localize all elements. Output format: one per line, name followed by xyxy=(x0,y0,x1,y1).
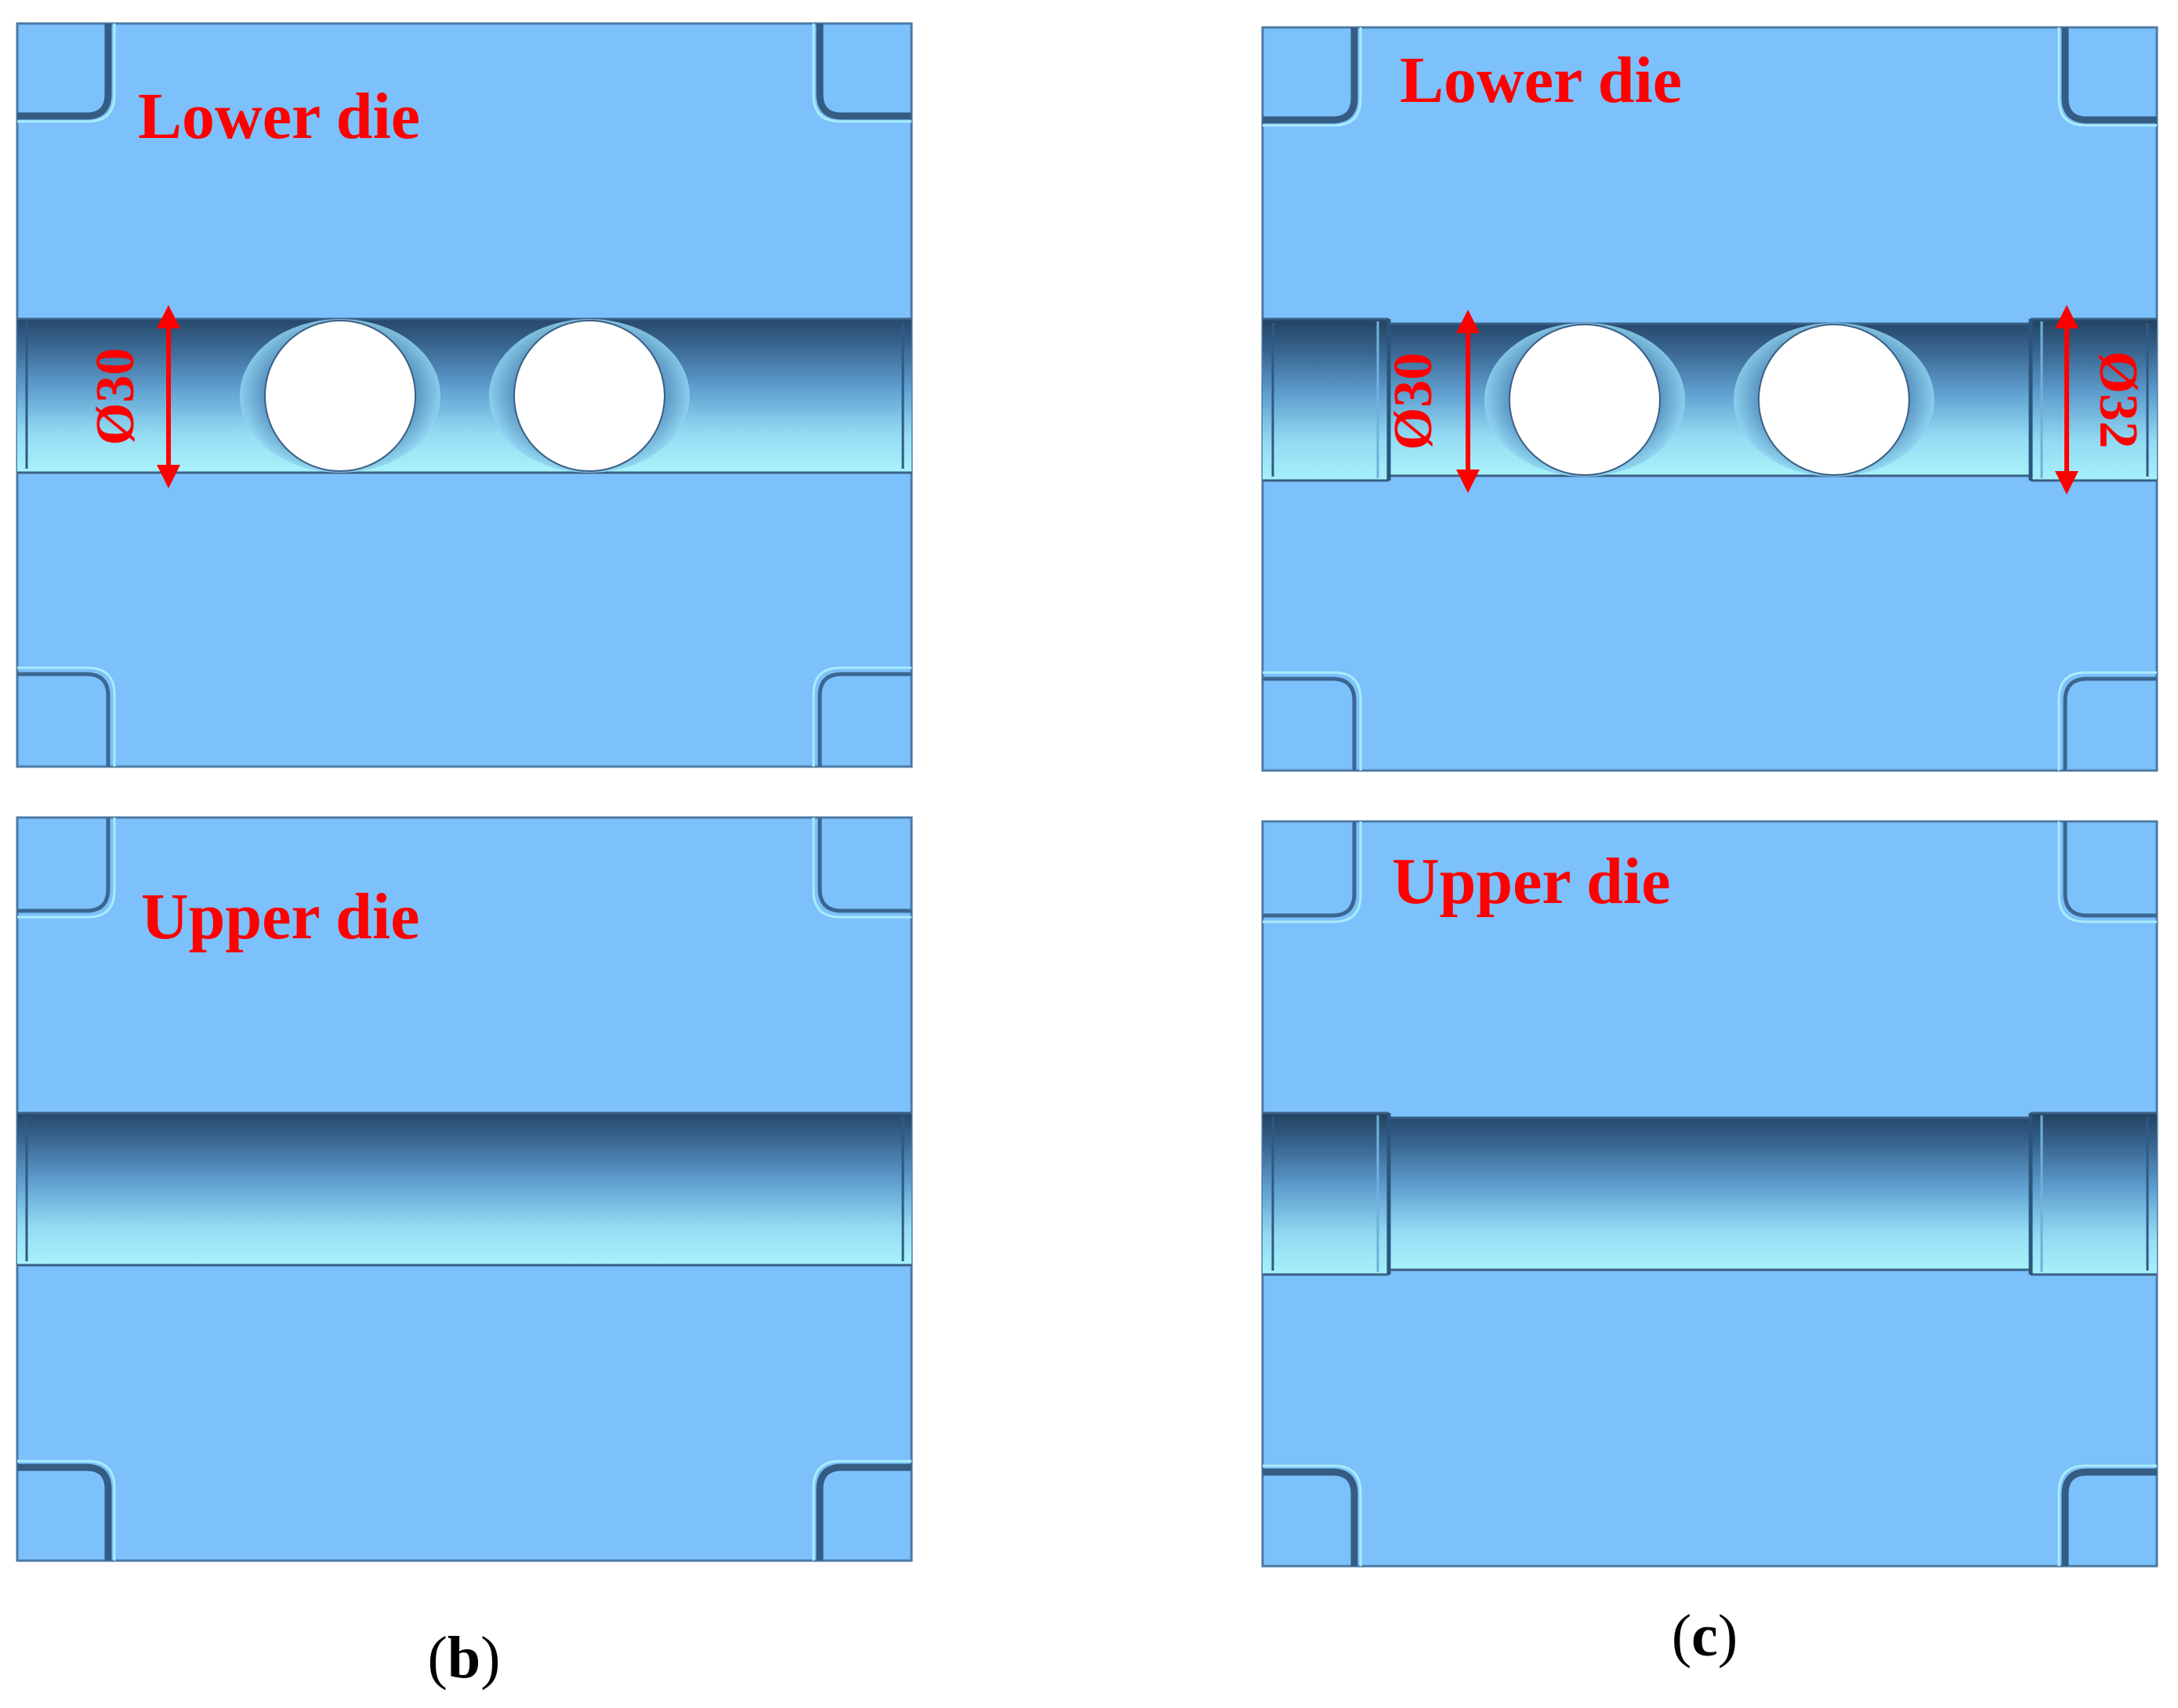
upper-die-label-c: Upper die xyxy=(1392,845,1670,918)
dimension-b-left: Ø30 xyxy=(85,305,180,488)
lower-die-label-c: Lower die xyxy=(1400,44,1682,117)
hole-2-b xyxy=(513,320,665,472)
hole-1-c xyxy=(1509,324,1661,476)
caption-c: (c) xyxy=(1672,1603,1738,1669)
diameter-label-b-left: Ø30 xyxy=(85,348,146,445)
upper-die-label-b: Upper die xyxy=(141,880,419,953)
hole-2-c xyxy=(1758,324,1910,476)
lower-die-c xyxy=(1261,26,2158,772)
panel-b: Lower die Ø30 Upper die (b) xyxy=(16,22,913,1691)
diameter-label-c-right: Ø32 xyxy=(2088,351,2148,448)
upper-die-c xyxy=(1261,820,2158,1568)
lower-die-label-b: Lower die xyxy=(138,80,420,153)
panel-c: Lower die Ø30 Ø32 xyxy=(1261,26,2158,1669)
diameter-label-c-left: Ø30 xyxy=(1383,353,1444,450)
upper-die-b xyxy=(16,816,913,1562)
dimension-c-right: Ø32 xyxy=(2055,305,2148,495)
caption-b: (b) xyxy=(428,1625,501,1691)
hole-1-b xyxy=(264,320,416,472)
dimension-c-left: Ø30 xyxy=(1383,310,1480,493)
